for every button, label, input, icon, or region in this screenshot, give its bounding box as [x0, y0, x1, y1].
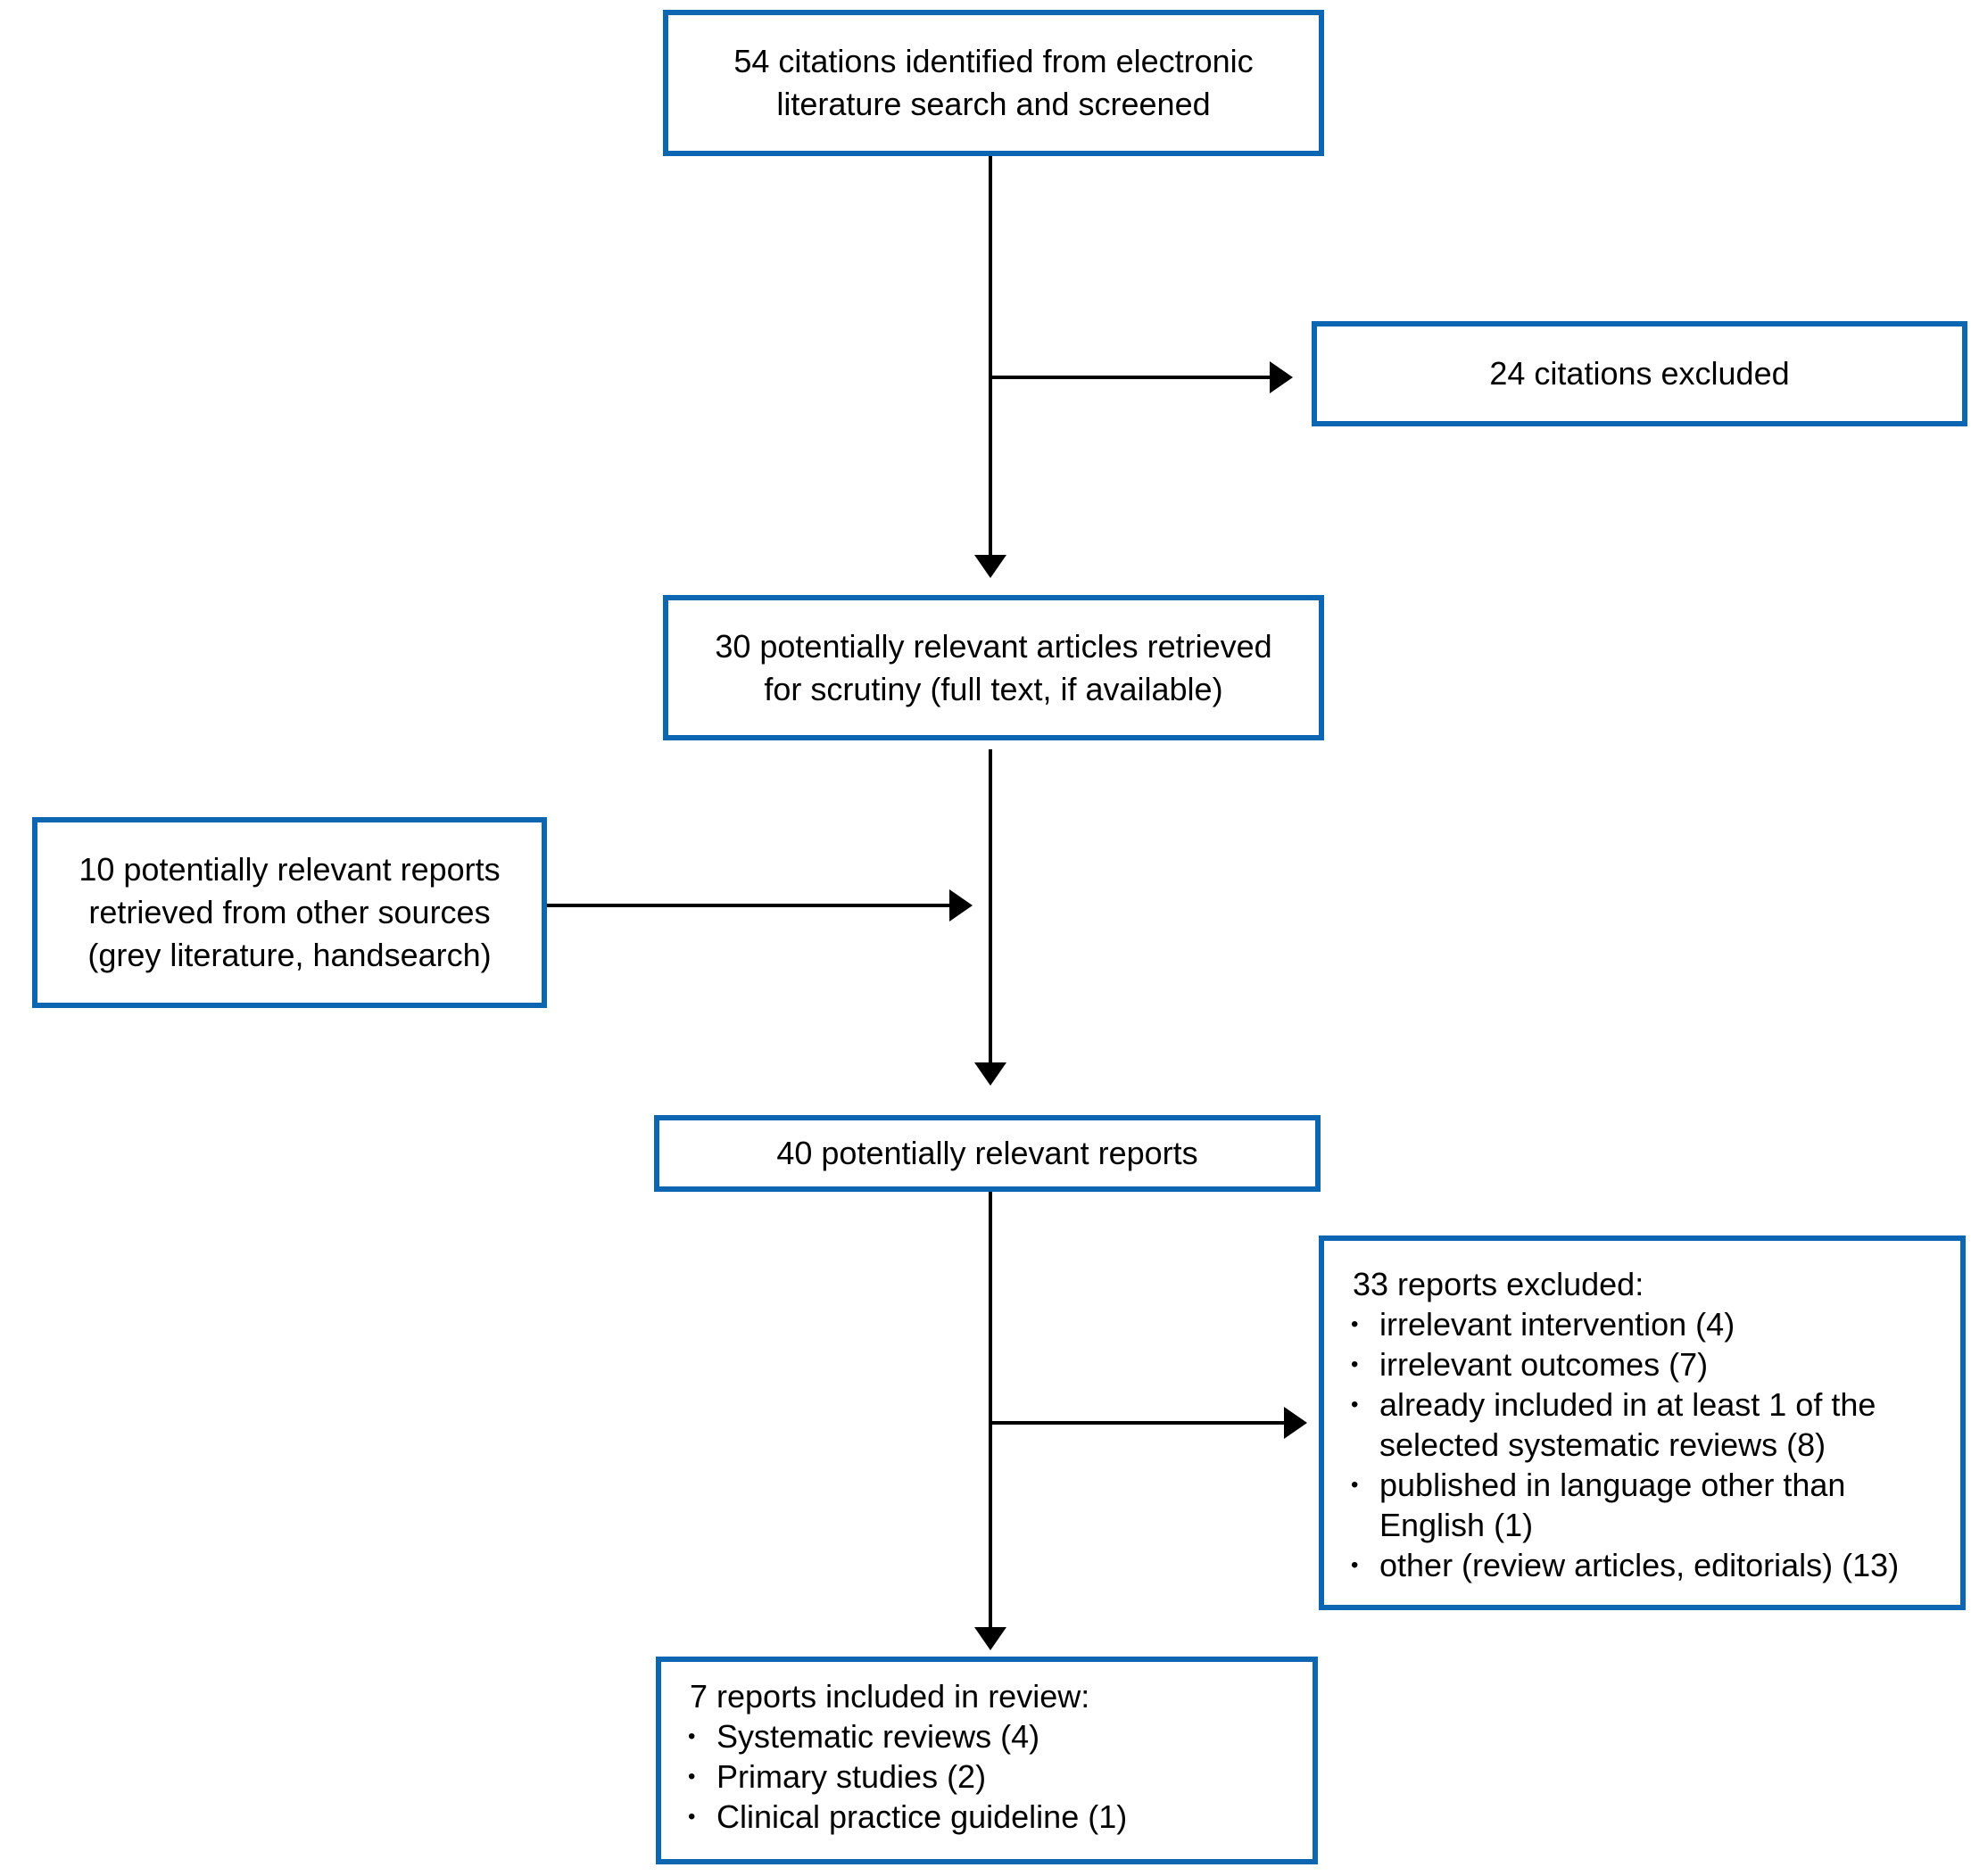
- arrowhead-right-icon: [1270, 361, 1293, 393]
- node-citations-identified: 54 citations identified from electronic …: [663, 10, 1324, 156]
- list-item: • published in language other than Engli…: [1347, 1465, 1944, 1545]
- node-citations-excluded: 24 citations excluded: [1312, 321, 1967, 426]
- arrow-relevant-to-included-line: [989, 1192, 992, 1627]
- arrow-retrieved-to-relevant-line: [989, 749, 992, 1062]
- excluded-reason: other (review articles, editorials) (13): [1379, 1547, 1900, 1583]
- included-type: Clinical practice guideline (1): [716, 1798, 1128, 1835]
- list-item: • already included in at least 1 of the …: [1347, 1384, 1944, 1465]
- node-reports-included-title: 7 reports included in review:: [690, 1678, 1090, 1715]
- node-reports-excluded: 33 reports excluded: • irrelevant interv…: [1319, 1236, 1966, 1610]
- list-item: • irrelevant outcomes (7): [1347, 1344, 1944, 1384]
- list-item: • Primary studies (2): [684, 1756, 1296, 1797]
- list-item: • irrelevant intervention (4): [1347, 1304, 1944, 1344]
- included-type: Primary studies (2): [716, 1758, 987, 1795]
- node-relevant-reports: 40 potentially relevant reports: [654, 1115, 1321, 1192]
- list-item: • Clinical practice guideline (1): [684, 1797, 1296, 1837]
- list-item: • Systematic reviews (4): [684, 1716, 1296, 1756]
- included-type: Systematic reviews (4): [716, 1718, 1040, 1755]
- node-other-sources-text: 10 potentially relevant reports retrieve…: [79, 851, 501, 973]
- bullet-icon: •: [1351, 1352, 1359, 1376]
- arrow-other-sources-line: [547, 904, 949, 907]
- arrowhead-down-icon: [974, 555, 1006, 578]
- bullet-icon: •: [1351, 1553, 1359, 1577]
- node-articles-retrieved: 30 potentially relevant articles retriev…: [663, 595, 1324, 740]
- arrow-to-reports-excluded-line: [989, 1421, 1284, 1425]
- bullet-icon: •: [688, 1764, 696, 1789]
- excluded-reason: irrelevant intervention (4): [1379, 1306, 1735, 1343]
- node-reports-included: 7 reports included in review: • Systemat…: [656, 1657, 1318, 1864]
- bullet-icon: •: [1351, 1312, 1359, 1336]
- excluded-reason: published in language other than English…: [1379, 1467, 1846, 1543]
- arrowhead-down-icon: [974, 1062, 1006, 1086]
- excluded-reason: irrelevant outcomes (7): [1379, 1346, 1709, 1383]
- bullet-icon: •: [688, 1724, 696, 1748]
- bullet-icon: •: [1351, 1473, 1359, 1497]
- arrowhead-right-icon: [949, 889, 973, 921]
- list-item: • other (review articles, editorials) (1…: [1347, 1545, 1944, 1585]
- bullet-icon: •: [1351, 1393, 1359, 1417]
- node-articles-retrieved-text: 30 potentially relevant articles retriev…: [715, 627, 1272, 707]
- node-citations-excluded-text: 24 citations excluded: [1489, 355, 1790, 392]
- arrow-identified-to-retrieved-line: [989, 156, 992, 557]
- excluded-reason: already included in at least 1 of the se…: [1379, 1386, 1876, 1463]
- bullet-icon: •: [688, 1805, 696, 1829]
- arrowhead-right-icon: [1284, 1407, 1307, 1439]
- arrowhead-down-icon: [974, 1627, 1006, 1650]
- node-other-sources: 10 potentially relevant reports retrieve…: [32, 817, 547, 1008]
- node-reports-excluded-title: 33 reports excluded:: [1353, 1266, 1644, 1302]
- arrow-to-citations-excluded-line: [989, 376, 1270, 379]
- node-relevant-reports-text: 40 potentially relevant reports: [776, 1135, 1198, 1171]
- node-citations-identified-text: 54 citations identified from electronic …: [733, 43, 1254, 122]
